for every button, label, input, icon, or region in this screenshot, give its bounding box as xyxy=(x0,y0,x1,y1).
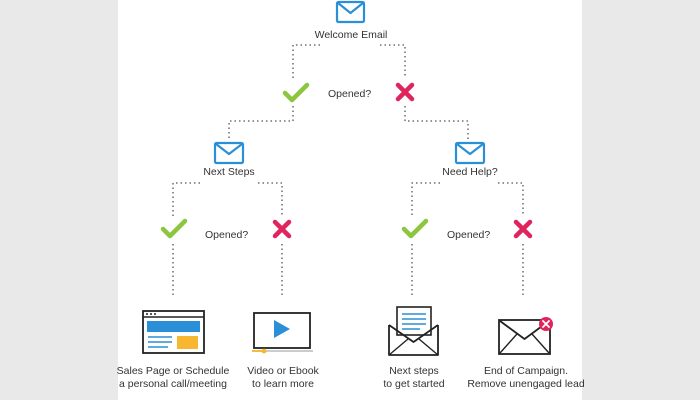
outcome-label-line2: a personal call/meeting xyxy=(119,378,227,390)
outcome-label-line1: Video or Ebook xyxy=(247,365,319,377)
outcome-label-line2: to get started xyxy=(383,378,445,390)
connectors xyxy=(172,44,524,296)
outcome-label: End of Campaign. Remove unengaged lead xyxy=(467,365,584,391)
check-icon xyxy=(401,218,429,239)
outcome-label-line1: Sales Page or Schedule xyxy=(116,365,230,377)
cross-icon xyxy=(395,82,415,102)
connector-welcome-yes xyxy=(292,44,320,78)
outcome-label-line2: to learn more xyxy=(252,378,314,390)
node-need-help: Need Help? xyxy=(442,166,498,178)
envelope-x-icon xyxy=(498,317,553,355)
outcome-label-line1: Next steps xyxy=(389,365,439,377)
mail-icon xyxy=(454,141,486,165)
sales-page-icon xyxy=(142,310,205,354)
mail-icon xyxy=(335,0,366,24)
outcome-label-line2: Remove unengaged lead xyxy=(467,378,585,390)
outcome-label: Next steps to get started xyxy=(383,365,444,391)
connector-needhelp-no xyxy=(498,182,524,216)
question-opened: Opened? xyxy=(447,229,491,241)
connector-nextsteps-no xyxy=(258,182,283,216)
connector-needhelp-yes xyxy=(411,182,440,216)
node-next-steps: Next Steps xyxy=(203,166,255,178)
open-envelope-icon xyxy=(388,306,439,356)
connector-no-needhelp xyxy=(404,106,469,140)
video-player-icon xyxy=(252,312,313,354)
cross-icon xyxy=(272,219,292,239)
outcome-label: Sales Page or Schedule a personal call/m… xyxy=(117,365,230,391)
mail-icon xyxy=(213,141,245,165)
connector-welcome-no xyxy=(380,44,406,78)
cross-icon xyxy=(513,219,533,239)
connector-yes-nextsteps xyxy=(228,106,294,140)
node-welcome-email: Welcome Email xyxy=(314,29,388,41)
question-opened: Opened? xyxy=(328,88,372,100)
connector-nextsteps-yes xyxy=(172,182,200,216)
outcome-label-line1: End of Campaign. xyxy=(483,365,569,377)
check-icon xyxy=(282,82,310,103)
outcome-label: Video or Ebook to learn more xyxy=(247,365,319,391)
question-opened: Opened? xyxy=(205,229,249,241)
check-icon xyxy=(160,218,188,239)
